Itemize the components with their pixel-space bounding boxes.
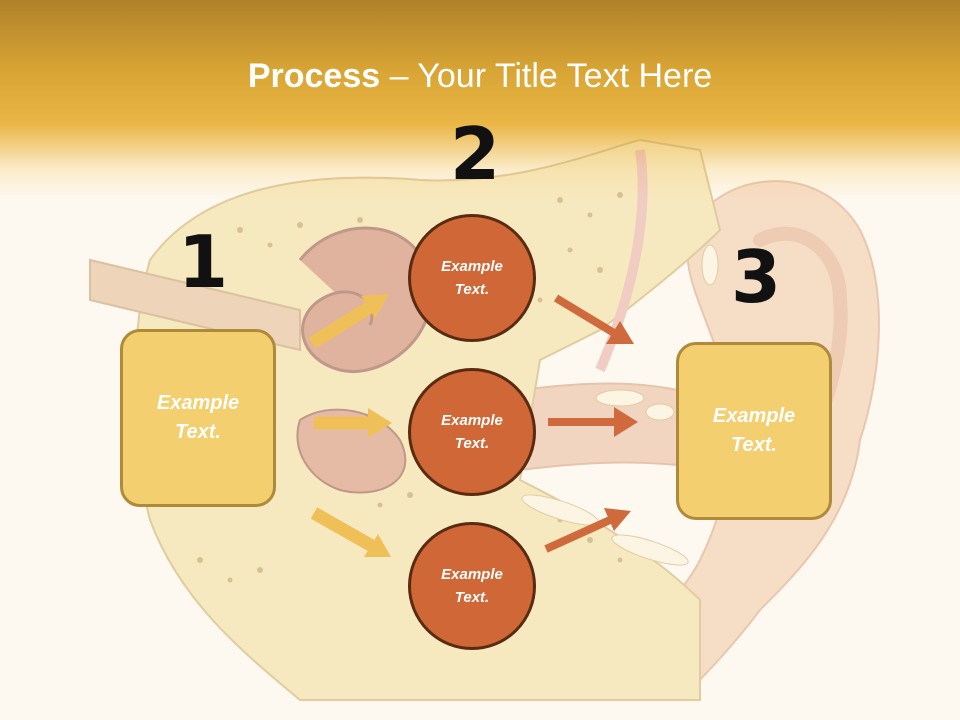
arrow-from-circle-3 <box>544 508 631 553</box>
left-box-line-1: Example <box>156 392 240 414</box>
left-text-box[interactable]: Example Text. <box>120 329 276 507</box>
circle-2-line-1: Example <box>441 412 503 429</box>
right-text-box[interactable]: Example Text. <box>676 342 832 520</box>
process-circle-1[interactable]: Example Text. <box>408 214 536 342</box>
arrow-to-circle-1 <box>308 294 389 349</box>
circle-1-line-2: Text. <box>454 281 490 298</box>
process-circle-3[interactable]: Example Text. <box>408 522 536 650</box>
right-box-line-2: Text. <box>731 434 777 456</box>
circle-3-line-2: Text. <box>454 589 490 606</box>
circle-3-line-1: Example <box>441 566 503 583</box>
step-number-1: 1 <box>178 220 229 304</box>
slide-title: Process – Your Title Text Here <box>0 54 960 98</box>
title-bold: Process <box>247 57 381 95</box>
left-box-line-2: Text. <box>175 421 221 443</box>
circle-2-line-2: Text. <box>454 435 490 452</box>
right-box-line-1: Example <box>712 405 796 427</box>
arrow-from-circle-2 <box>548 407 638 437</box>
step-number-2: 2 <box>450 112 501 196</box>
circle-1-line-1: Example <box>441 258 503 275</box>
header-band <box>0 0 960 200</box>
title-rest: – Your Title Text Here <box>380 57 713 95</box>
process-circle-2[interactable]: Example Text. <box>408 368 536 496</box>
arrow-from-circle-1 <box>553 294 634 344</box>
arrow-to-circle-2 <box>314 408 392 438</box>
arrow-to-circle-3 <box>310 507 391 557</box>
step-number-3: 3 <box>731 235 782 319</box>
